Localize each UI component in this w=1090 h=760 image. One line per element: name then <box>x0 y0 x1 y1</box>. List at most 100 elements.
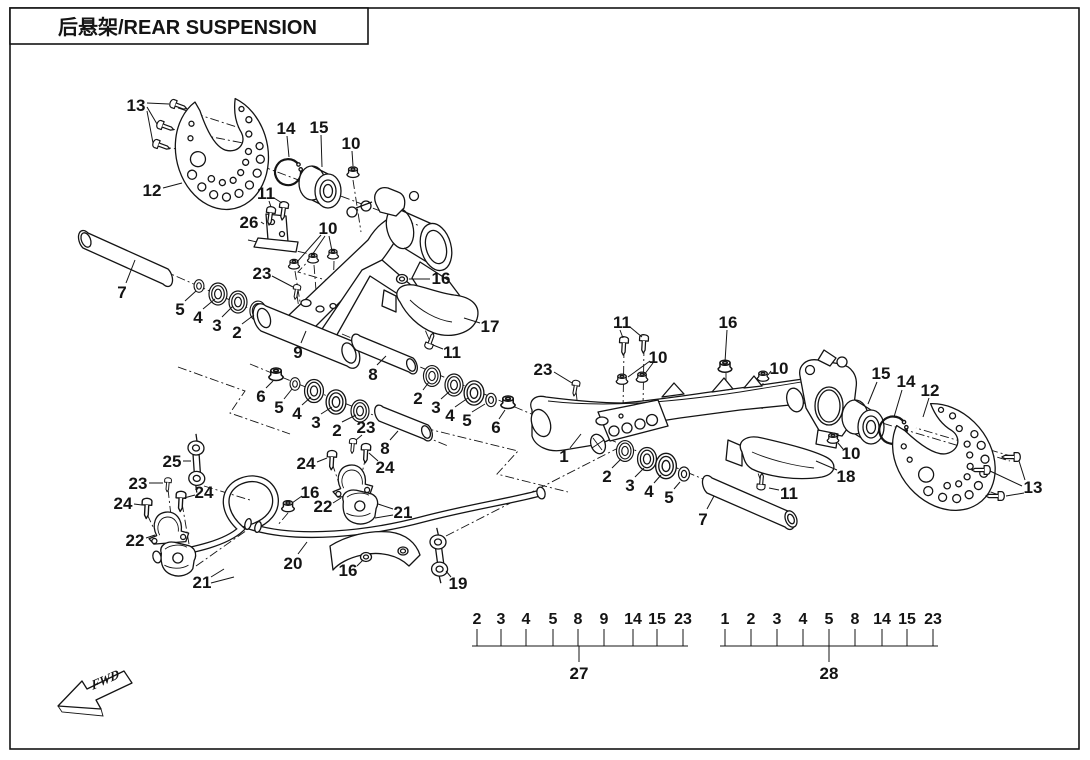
ref-item-3: 3 <box>773 611 782 628</box>
nut-icon <box>756 370 770 382</box>
callout-17: 17 <box>481 317 500 336</box>
bearing-ring <box>615 439 635 463</box>
callout-5: 5 <box>274 398 283 417</box>
leader-line <box>893 389 903 418</box>
nut <box>500 395 516 410</box>
callout-10: 10 <box>770 359 789 378</box>
leader-line <box>283 388 293 400</box>
callout-15: 15 <box>310 118 329 137</box>
callout-21: 21 <box>394 503 413 522</box>
group-label-27: 27 <box>570 664 589 683</box>
callout-6: 6 <box>256 387 265 406</box>
ref-item-2: 2 <box>747 611 756 628</box>
leader-line <box>629 326 643 338</box>
leader-line <box>653 474 662 484</box>
nut-icon <box>826 432 840 444</box>
ref-item-4: 4 <box>522 611 531 628</box>
leader-line <box>271 275 294 288</box>
callout-4: 4 <box>445 406 455 425</box>
callout-5: 5 <box>175 300 184 319</box>
leader-line <box>286 135 290 158</box>
callout-21: 21 <box>193 573 212 592</box>
ref-item-2: 2 <box>473 611 482 628</box>
leader-line <box>389 430 399 441</box>
leader-line <box>328 235 333 252</box>
leader-line <box>815 460 838 471</box>
nut-icon <box>635 371 649 383</box>
leader-line <box>355 434 363 441</box>
callout-3: 3 <box>431 398 440 417</box>
leader-line <box>125 259 136 284</box>
callout-11: 11 <box>257 184 275 203</box>
group-label-28: 28 <box>820 664 839 683</box>
leader-line <box>320 134 323 168</box>
callout-23: 23 <box>357 418 376 437</box>
callout-19: 19 <box>449 574 468 593</box>
leader-line <box>133 503 143 506</box>
leader-line <box>368 452 379 462</box>
callout-3: 3 <box>311 413 320 432</box>
leader-line <box>341 414 357 423</box>
leader-line <box>377 503 394 510</box>
callout-8: 8 <box>380 439 389 458</box>
ref-item-15: 15 <box>648 611 666 628</box>
ref-item-14: 14 <box>624 611 642 628</box>
callout-20: 20 <box>284 554 303 573</box>
callout-12: 12 <box>921 381 940 400</box>
snap-ring-left <box>273 158 304 187</box>
splash-guard-left <box>381 284 479 336</box>
leader-line <box>162 182 183 189</box>
spacer-tube-8a <box>351 333 418 375</box>
leader-line <box>297 541 308 555</box>
callout-25: 25 <box>163 452 182 471</box>
callout-4: 4 <box>292 404 302 423</box>
ref-item-23: 23 <box>674 611 692 628</box>
callout-11: 11 <box>780 484 798 503</box>
ref-item-1: 1 <box>721 611 730 628</box>
leader-line <box>374 514 394 519</box>
leader-line <box>320 406 333 415</box>
callout-2: 2 <box>232 323 241 342</box>
callout-24: 24 <box>297 454 316 473</box>
leader-line <box>432 344 444 350</box>
leader-line <box>569 433 582 449</box>
leader-line <box>634 467 645 478</box>
pivot-shaft-left <box>77 229 174 288</box>
callout-24: 24 <box>376 458 395 477</box>
leader-line <box>724 329 728 363</box>
callout-23: 23 <box>253 264 272 283</box>
callout-1: 1 <box>559 447 568 466</box>
leader-line <box>422 381 430 391</box>
leader-line <box>146 102 170 105</box>
nut-icon <box>717 359 733 373</box>
callout-16: 16 <box>339 561 358 580</box>
leader-line <box>351 150 354 167</box>
callout-12: 12 <box>143 181 162 200</box>
leader-line <box>643 362 654 376</box>
leader-line <box>454 397 469 408</box>
leader-line <box>837 442 844 450</box>
nut <box>268 367 284 382</box>
stabilizer-link-19 <box>429 527 449 584</box>
callout-4: 4 <box>193 308 203 327</box>
spacer-tube-8b <box>374 404 433 442</box>
bearing-ring <box>422 364 442 388</box>
callout-14: 14 <box>277 119 296 138</box>
ref-item-14: 14 <box>873 611 891 628</box>
nut-icon <box>346 166 360 179</box>
leader-line <box>471 403 486 413</box>
leader-line <box>210 568 225 578</box>
callout-22: 22 <box>314 497 333 516</box>
callout-3: 3 <box>212 316 221 335</box>
leader-line <box>619 329 624 339</box>
leader-line <box>611 458 622 469</box>
leader-line <box>202 298 216 310</box>
callout-18: 18 <box>837 467 856 486</box>
leader-line <box>221 305 234 318</box>
callout-9: 9 <box>293 343 302 362</box>
leader-line <box>146 110 154 144</box>
